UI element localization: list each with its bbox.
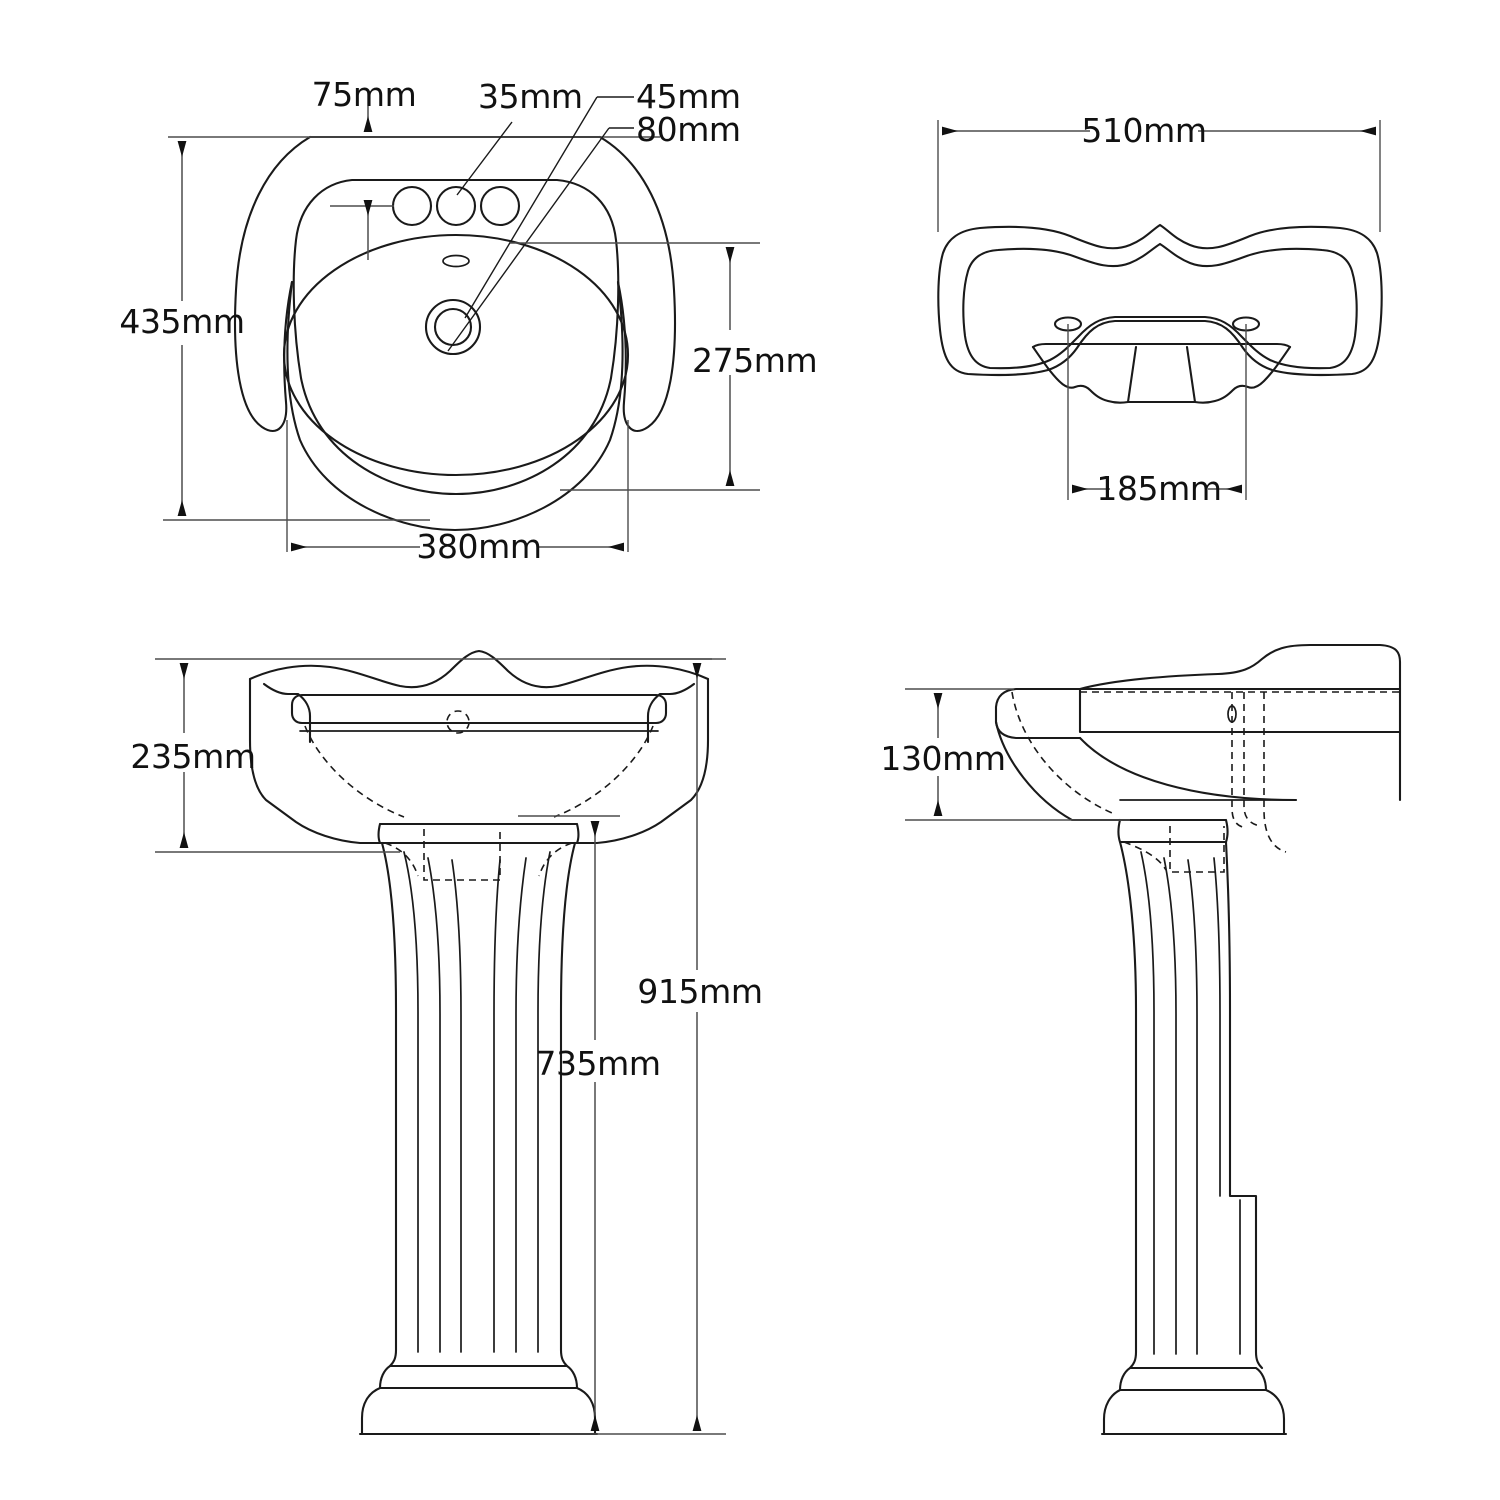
side-elevation-view: 130mm: [880, 643, 1402, 1436]
dim-35-leader: [456, 121, 513, 196]
side-underside-slope-to-back: [1078, 736, 1298, 802]
dim-380-label: 380mm: [416, 527, 541, 566]
side-underside-profile: [994, 720, 1182, 822]
side-bowl-hidden-curve: [1011, 691, 1113, 814]
pedestal-flute-1: [403, 851, 419, 1353]
pedestal-flute-6: [537, 851, 551, 1353]
pedestal-flute-3: [451, 859, 462, 1353]
dim-915-label: 915mm: [637, 972, 762, 1011]
side-splashback-top: [1078, 643, 1402, 691]
plan-inner-ledge: [292, 178, 620, 496]
front-top-scallop-edge: [248, 649, 710, 689]
side-pedestal-collar: [1117, 818, 1229, 844]
underside-outer-outline: [937, 223, 1383, 377]
pedestal-flute-4: [493, 859, 501, 1353]
pedestal-column-right-edge: [559, 841, 577, 1368]
side-rim-body: [1078, 687, 1402, 734]
side-front-rim-nose: [994, 687, 1082, 740]
side-pedestal-socket-hidden: [1169, 826, 1225, 873]
side-pedestal-flute-1: [1140, 851, 1155, 1355]
dim-185-label: 185mm: [1096, 469, 1221, 508]
plan-body-outline: [286, 280, 624, 532]
dim-130-label: 130mm: [880, 739, 1005, 778]
dim-235-label: 235mm: [130, 737, 255, 776]
side-pedestal-left-edge: [1118, 840, 1138, 1370]
underside-bowl-right-taper: [1193, 345, 1292, 404]
front-overflow-marker: [446, 710, 470, 734]
plan-view: 75mm 35mm 45mm 80mm 435mm 275mm 380mm: [119, 75, 817, 566]
dim-45-leader: [464, 96, 598, 319]
side-pedestal-right-edge: [1224, 840, 1264, 1370]
pedestal-flute-2: [427, 857, 441, 1353]
pedestal-column-left-edge: [380, 841, 398, 1368]
dim-75-label: 75mm: [312, 75, 417, 114]
side-pedestal-flute-2: [1163, 857, 1177, 1355]
pedestal-top-collar: [377, 822, 580, 845]
front-inner-step: [262, 682, 312, 744]
plan-overflow-slot: [442, 254, 470, 268]
pedestal-flute-5: [515, 857, 527, 1353]
side-waste-hidden-left: [1231, 692, 1247, 829]
dim-35-label: 35mm: [478, 77, 583, 116]
pedestal-flare-hidden-right: [538, 842, 573, 877]
plan-bowl-oval: [282, 233, 630, 477]
dim-45-label: 45mm: [636, 77, 741, 116]
underside-bowl-profile: [1031, 342, 1292, 349]
underside-bowl-left-taper: [1031, 345, 1130, 404]
front-inner-step-right: [646, 682, 696, 744]
front-body-outline: [248, 677, 710, 845]
pedestal-base-upper-moulding: [378, 1364, 579, 1390]
underside-view: 510mm 185mm: [937, 111, 1383, 508]
side-base-lower-plinth: [1102, 1388, 1286, 1436]
side-waste-hidden-mid: [1243, 692, 1261, 827]
front-bowl-hidden-right: [553, 725, 654, 818]
plan-outer-rim-outline: [233, 135, 312, 433]
side-waste-hidden-right: [1263, 692, 1287, 853]
plan-tap-hole-centre: [435, 185, 477, 227]
side-pedestal-flute-4: [1213, 857, 1221, 1197]
plan-tap-hole-left: [391, 185, 433, 227]
front-apron-band: [290, 693, 668, 725]
pedestal-flare-hidden-left: [384, 842, 419, 877]
front-elevation-view: 235mm 735mm 915mm: [130, 649, 763, 1436]
underside-pedestal-collar: [1126, 345, 1197, 404]
dim-510-label: 510mm: [1081, 111, 1206, 150]
underside-inner-outline: [962, 242, 1358, 370]
dim-735-label: 735mm: [535, 1044, 660, 1083]
dim-80-label: 80mm: [636, 110, 741, 149]
side-pedestal-flare-hidden: [1123, 841, 1167, 871]
side-base-upper-moulding: [1118, 1366, 1268, 1392]
dim-80-leader: [447, 127, 610, 352]
side-pedestal-flute-3: [1187, 859, 1198, 1355]
plan-outer-rim-right-outline: [598, 135, 677, 433]
pedestal-socket-hidden: [423, 829, 501, 881]
dim-275-label: 275mm: [692, 341, 817, 380]
plan-tap-hole-right: [479, 185, 521, 227]
side-overflow-marker: [1227, 705, 1237, 723]
front-bowl-hidden-left: [304, 725, 405, 818]
pedestal-base-lower-plinth: [360, 1386, 597, 1436]
dim-435-label: 435mm: [119, 302, 244, 341]
plan-waste-outer-circle: [424, 298, 482, 356]
